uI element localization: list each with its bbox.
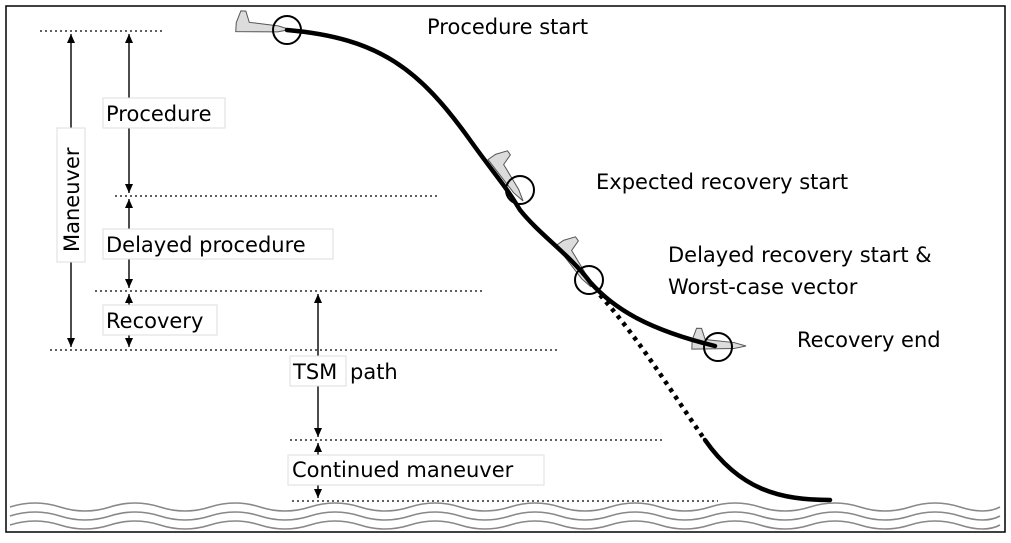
path-label: path [350,360,398,384]
recovery-end-label: Recovery end [797,328,941,352]
water-surface [9,502,1001,530]
aircraft-delayed-recovery [555,233,605,291]
delayed-recovery-start-marker [574,265,604,295]
maneuver-label: Maneuver [60,147,84,252]
procedure-label: Procedure [106,102,212,126]
recovery-label: Recovery [106,309,203,333]
diagram-frame [5,5,1006,533]
tsm-label-bg [289,355,347,387]
worst-case-vector-dotted [598,293,707,442]
delayed-procedure-label-bg [102,228,334,260]
maneuver-label-bg [56,127,86,263]
aircraft-recovery-end [691,327,748,352]
expected-recovery-start-marker [505,175,535,205]
worst-case-vector-label: Worst-case vector [668,275,858,299]
recovery-end-marker [703,332,733,362]
recovery-label-bg [102,304,218,336]
recovery-trajectory [284,27,718,349]
expected-recovery-start-label: Expected recovery start [596,170,848,194]
delayed-recovery-start-label: Delayed recovery start & [668,243,932,267]
continued-maneuver-label: Continued maneuver [292,458,514,482]
continued-maneuver-path [702,437,833,503]
procedure-start-marker [272,15,302,45]
aircraft-procedure-start [235,10,292,35]
tsm-label: TSM [292,360,337,384]
delayed-procedure-label: Delayed procedure [106,233,306,257]
procedure-label-bg [102,97,226,129]
continued-maneuver-label-bg [287,454,545,486]
procedure-start-label: Procedure start [427,15,588,39]
